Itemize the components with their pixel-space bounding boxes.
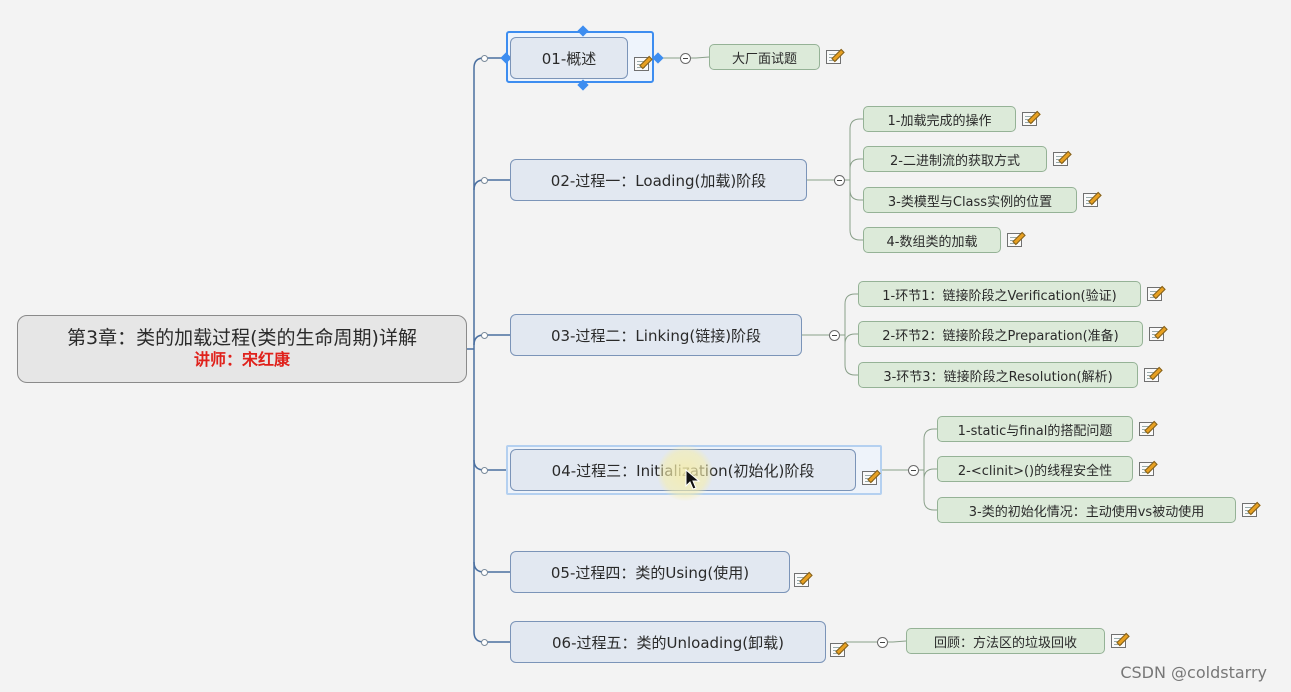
subtopic-label: 1-环节1：链接阶段之Verification(验证) (882, 288, 1117, 304)
note-pencil-icon[interactable] (826, 50, 841, 64)
note-pencil-icon[interactable] (1144, 368, 1159, 382)
note-pencil-icon[interactable] (830, 643, 845, 657)
subtopic-label: 大厂面试题 (731, 51, 797, 67)
topic-label: 06-过程五：类的Unloading(卸载) (552, 633, 784, 652)
subtopic-label: 4-数组类的加载 (886, 234, 978, 250)
subtopic-label: 3-环节3：链接阶段之Resolution(解析) (883, 369, 1113, 385)
note-pencil-icon[interactable] (1242, 503, 1257, 517)
subtopic-label: 2-环节2：链接阶段之Preparation(准备) (882, 328, 1119, 344)
subtopic-branch (844, 293, 858, 305)
subtopic-branch (923, 468, 937, 480)
subtopic-node[interactable]: 回顾：方法区的垃圾回收 (906, 628, 1105, 654)
subtopic-branch (844, 364, 858, 376)
subtopic-branch (844, 333, 858, 345)
note-pencil-icon[interactable] (1022, 112, 1037, 126)
collapse-minus-icon[interactable] (908, 464, 919, 476)
collapse-minus-icon[interactable] (834, 174, 845, 186)
topic-connector-dot (481, 54, 488, 62)
note-pencil-icon[interactable] (634, 57, 649, 71)
subtopic-node[interactable]: 3-环节3：链接阶段之Resolution(解析) (858, 362, 1138, 388)
topic-connector (473, 179, 510, 191)
topic-node[interactable]: 05-过程四：类的Using(使用) (510, 551, 790, 593)
topic-connector (473, 459, 510, 471)
note-pencil-icon[interactable] (1139, 422, 1154, 436)
note-pencil-icon[interactable] (1149, 327, 1164, 341)
note-pencil-icon[interactable] (1111, 634, 1126, 648)
subtopic-node[interactable]: 大厂面试题 (709, 44, 820, 70)
topic-connector (473, 631, 510, 643)
topic-node[interactable]: 03-过程二：Linking(链接)阶段 (510, 314, 802, 356)
subtopic-branch (849, 229, 863, 241)
subtopic-branch (892, 640, 907, 643)
central-title: 第3章：类的加载过程(类的生命周期)详解 (67, 327, 417, 349)
subtopic-node[interactable]: 1-环节1：链接阶段之Verification(验证) (858, 281, 1141, 307)
subtopic-branch (849, 189, 863, 201)
collapse-minus-icon[interactable] (877, 636, 888, 648)
topic-connector-dot (481, 331, 488, 339)
topic-connector-dot (481, 638, 488, 646)
watermark: CSDN @coldstarry (1120, 663, 1267, 682)
subtopic-label: 2-<clinit>()的线程安全性 (957, 463, 1113, 479)
note-pencil-icon[interactable] (1139, 462, 1154, 476)
subtopic-label: 1-加载完成的操作 (887, 113, 992, 129)
subtopic-node[interactable]: 3-类模型与Class实例的位置 (863, 187, 1077, 213)
topic-label: 02-过程一：Loading(加载)阶段 (550, 171, 767, 190)
topic-connector (473, 561, 510, 573)
collapse-minus-icon[interactable] (680, 52, 691, 64)
subtopic-branch (923, 499, 937, 511)
subtopic-label: 3-类模型与Class实例的位置 (887, 194, 1053, 210)
topic-label: 05-过程四：类的Using(使用) (550, 563, 750, 582)
subtopic-node[interactable]: 3-类的初始化情况：主动使用vs被动使用 (937, 497, 1236, 523)
note-pencil-icon[interactable] (1147, 287, 1162, 301)
note-pencil-icon[interactable] (862, 471, 877, 485)
subtopic-node[interactable]: 4-数组类的加载 (863, 227, 1001, 253)
subtopic-label: 回顾：方法区的垃圾回收 (933, 635, 1077, 651)
collapse-minus-icon[interactable] (829, 329, 840, 341)
topic-label: 01-概述 (541, 49, 597, 68)
lecturer-label: 讲师：宋红康 (193, 350, 290, 369)
topic-connector-dot (481, 176, 488, 184)
subtopic-branch (849, 158, 863, 170)
subtopic-branch (849, 118, 863, 130)
note-pencil-icon[interactable] (794, 573, 809, 587)
central-topic[interactable]: 第3章：类的加载过程(类的生命周期)详解 讲师：宋红康 (17, 315, 467, 383)
topic-connector (473, 334, 510, 346)
mouse-cursor-icon (685, 469, 701, 490)
subtopic-node[interactable]: 2-二进制流的获取方式 (863, 146, 1047, 172)
topic-node[interactable]: 02-过程一：Loading(加载)阶段 (510, 159, 807, 201)
note-pencil-icon[interactable] (1053, 152, 1068, 166)
topic-connector-dot (481, 568, 488, 576)
subtopic-node[interactable]: 2-<clinit>()的线程安全性 (937, 456, 1133, 482)
note-pencil-icon[interactable] (1083, 193, 1098, 207)
topic-node[interactable]: 01-概述 (510, 37, 628, 79)
subtopic-branch (695, 56, 710, 59)
note-pencil-icon[interactable] (1007, 233, 1022, 247)
subtopic-node[interactable]: 1-static与final的搭配问题 (937, 416, 1133, 442)
topic-connector-dot (481, 466, 488, 474)
subtopic-label: 1-static与final的搭配问题 (957, 423, 1113, 439)
subtopic-branch (923, 428, 937, 440)
subtopic-label: 2-二进制流的获取方式 (890, 153, 1020, 169)
subtopic-node[interactable]: 1-加载完成的操作 (863, 106, 1016, 132)
topic-label: 03-过程二：Linking(链接)阶段 (550, 326, 762, 345)
subtopic-label: 3-类的初始化情况：主动使用vs被动使用 (968, 504, 1205, 520)
subtopic-node[interactable]: 2-环节2：链接阶段之Preparation(准备) (858, 321, 1143, 347)
cursor-highlight (657, 445, 713, 501)
topic-node[interactable]: 06-过程五：类的Unloading(卸载) (510, 621, 826, 663)
